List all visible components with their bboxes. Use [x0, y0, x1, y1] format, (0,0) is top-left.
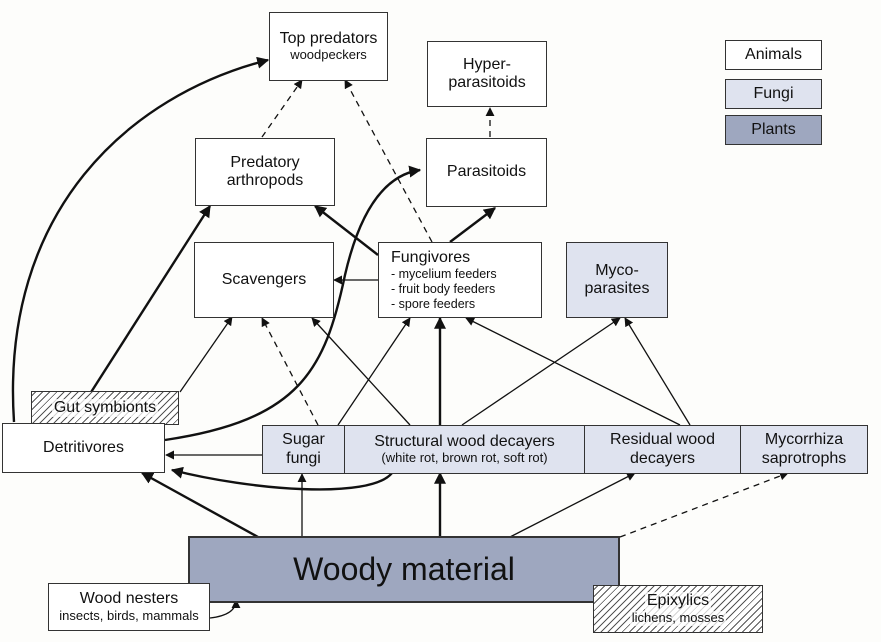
- link-structural-to-detritivores: [170, 466, 393, 491]
- top-predators-title: Top predators: [279, 29, 378, 47]
- link-sugar-to-fungivores: [337, 317, 411, 426]
- residual-line2: decayers: [630, 449, 695, 467]
- mycoparasites-line1: Myco-: [595, 261, 639, 279]
- mycorrhiza-line2: saprotrophs: [761, 449, 847, 467]
- epixylics-subtitle: lichens, mosses: [629, 609, 727, 626]
- link-structural-to-myco: [461, 317, 621, 426]
- legend-plants: Plants: [725, 115, 822, 145]
- node-fungivores: Fungivores - mycelium feeders - fruit bo…: [378, 242, 542, 318]
- link-woody-to-residual: [509, 472, 636, 538]
- legend-fungi-label: Fungi: [753, 84, 794, 102]
- node-structural-wood-decayers: Structural wood decayers (white rot, bro…: [344, 425, 585, 474]
- node-mycoparasites: Myco- parasites: [566, 242, 668, 318]
- node-top-predators: Top predators woodpeckers: [269, 12, 388, 81]
- node-epixylics: Epixylics lichens, mosses: [593, 585, 763, 633]
- legend-animals-label: Animals: [745, 45, 802, 63]
- node-hyperparasitoids: Hyper- parasitoids: [427, 41, 547, 107]
- node-scavengers: Scavengers: [194, 242, 334, 318]
- link-residual-to-fungivores: [465, 317, 681, 426]
- link-fungivores-to-top: [344, 79, 433, 243]
- mycorrhiza-line1: Mycorrhiza: [764, 431, 844, 449]
- parasitoids-label: Parasitoids: [446, 163, 527, 181]
- hyperparasitoids-line1: Hyper-: [462, 55, 511, 73]
- node-sugar-fungi: Sugar fungi: [262, 425, 345, 474]
- link-fungivores-to-predatory: [314, 205, 379, 256]
- link-woody-to-detritivores: [140, 471, 259, 539]
- link-gut-to-scavengers: [179, 316, 233, 393]
- gut-symbionts-label: Gut symbionts: [51, 398, 159, 418]
- node-parasitoids: Parasitoids: [426, 138, 547, 207]
- mycoparasites-line2: parasites: [584, 280, 650, 297]
- residual-line1: Residual wood: [610, 431, 715, 449]
- link-fungivores-to-parasitoids: [449, 207, 496, 243]
- link-detritivores-to-parasitoids: [164, 165, 422, 442]
- legend-plants-label: Plants: [751, 120, 796, 138]
- woody-material-label: Woody material: [293, 551, 515, 588]
- fungivores-item: - spore feeders: [391, 296, 476, 311]
- link-predatory-to-top: [261, 79, 303, 138]
- epixylics-title: Epixylics: [644, 592, 712, 611]
- scavengers-label: Scavengers: [221, 270, 307, 288]
- wood-nesters-subtitle: insects, birds, mammals: [59, 607, 199, 623]
- top-predators-subtitle: woodpeckers: [290, 47, 367, 63]
- link-detritivores-to-top: [11, 56, 270, 423]
- link-woody-to-mycorrhiza: [619, 471, 789, 538]
- fungivores-item: - fruit body feeders: [391, 281, 496, 296]
- structural-line2: (white rot, brown rot, soft rot): [381, 450, 548, 466]
- node-predatory-arthropods: Predatory arthropods: [195, 138, 335, 206]
- fungivores-item: - mycelium feeders: [391, 267, 497, 282]
- wood-nesters-title: Wood nesters: [79, 590, 179, 608]
- legend-animals: Animals: [725, 40, 822, 70]
- sugar-fungi-line1: Sugar: [282, 431, 325, 449]
- predatory-arthropods-line1: Predatory: [230, 153, 300, 171]
- node-woody-material: Woody material: [188, 536, 620, 603]
- node-wood-nesters: Wood nesters insects, birds, mammals: [48, 583, 210, 631]
- legend-fungi: Fungi: [725, 79, 822, 109]
- detritivores-label: Detritivores: [43, 438, 124, 456]
- link-residual-to-myco: [624, 317, 691, 426]
- sugar-fungi-line2: fungi: [286, 449, 321, 467]
- node-gut-symbionts: Gut symbionts: [31, 391, 179, 425]
- fungivores-title: Fungivores: [391, 248, 471, 266]
- node-residual-wood-decayers: Residual wood decayers: [584, 425, 741, 474]
- hyperparasitoids-line2: parasitoids: [448, 74, 526, 91]
- link-structural-to-scavengers: [311, 317, 411, 426]
- predatory-arthropods-line2: arthropods: [226, 172, 304, 189]
- node-mycorrhiza-saprotrophs: Mycorrhiza saprotrophs: [740, 425, 868, 474]
- link-sugar-to-scavengers: [261, 317, 319, 426]
- structural-line1: Structural wood decayers: [374, 432, 555, 450]
- link-detritivores-to-predatory: [70, 204, 212, 423]
- node-detritivores: Detritivores: [2, 423, 165, 473]
